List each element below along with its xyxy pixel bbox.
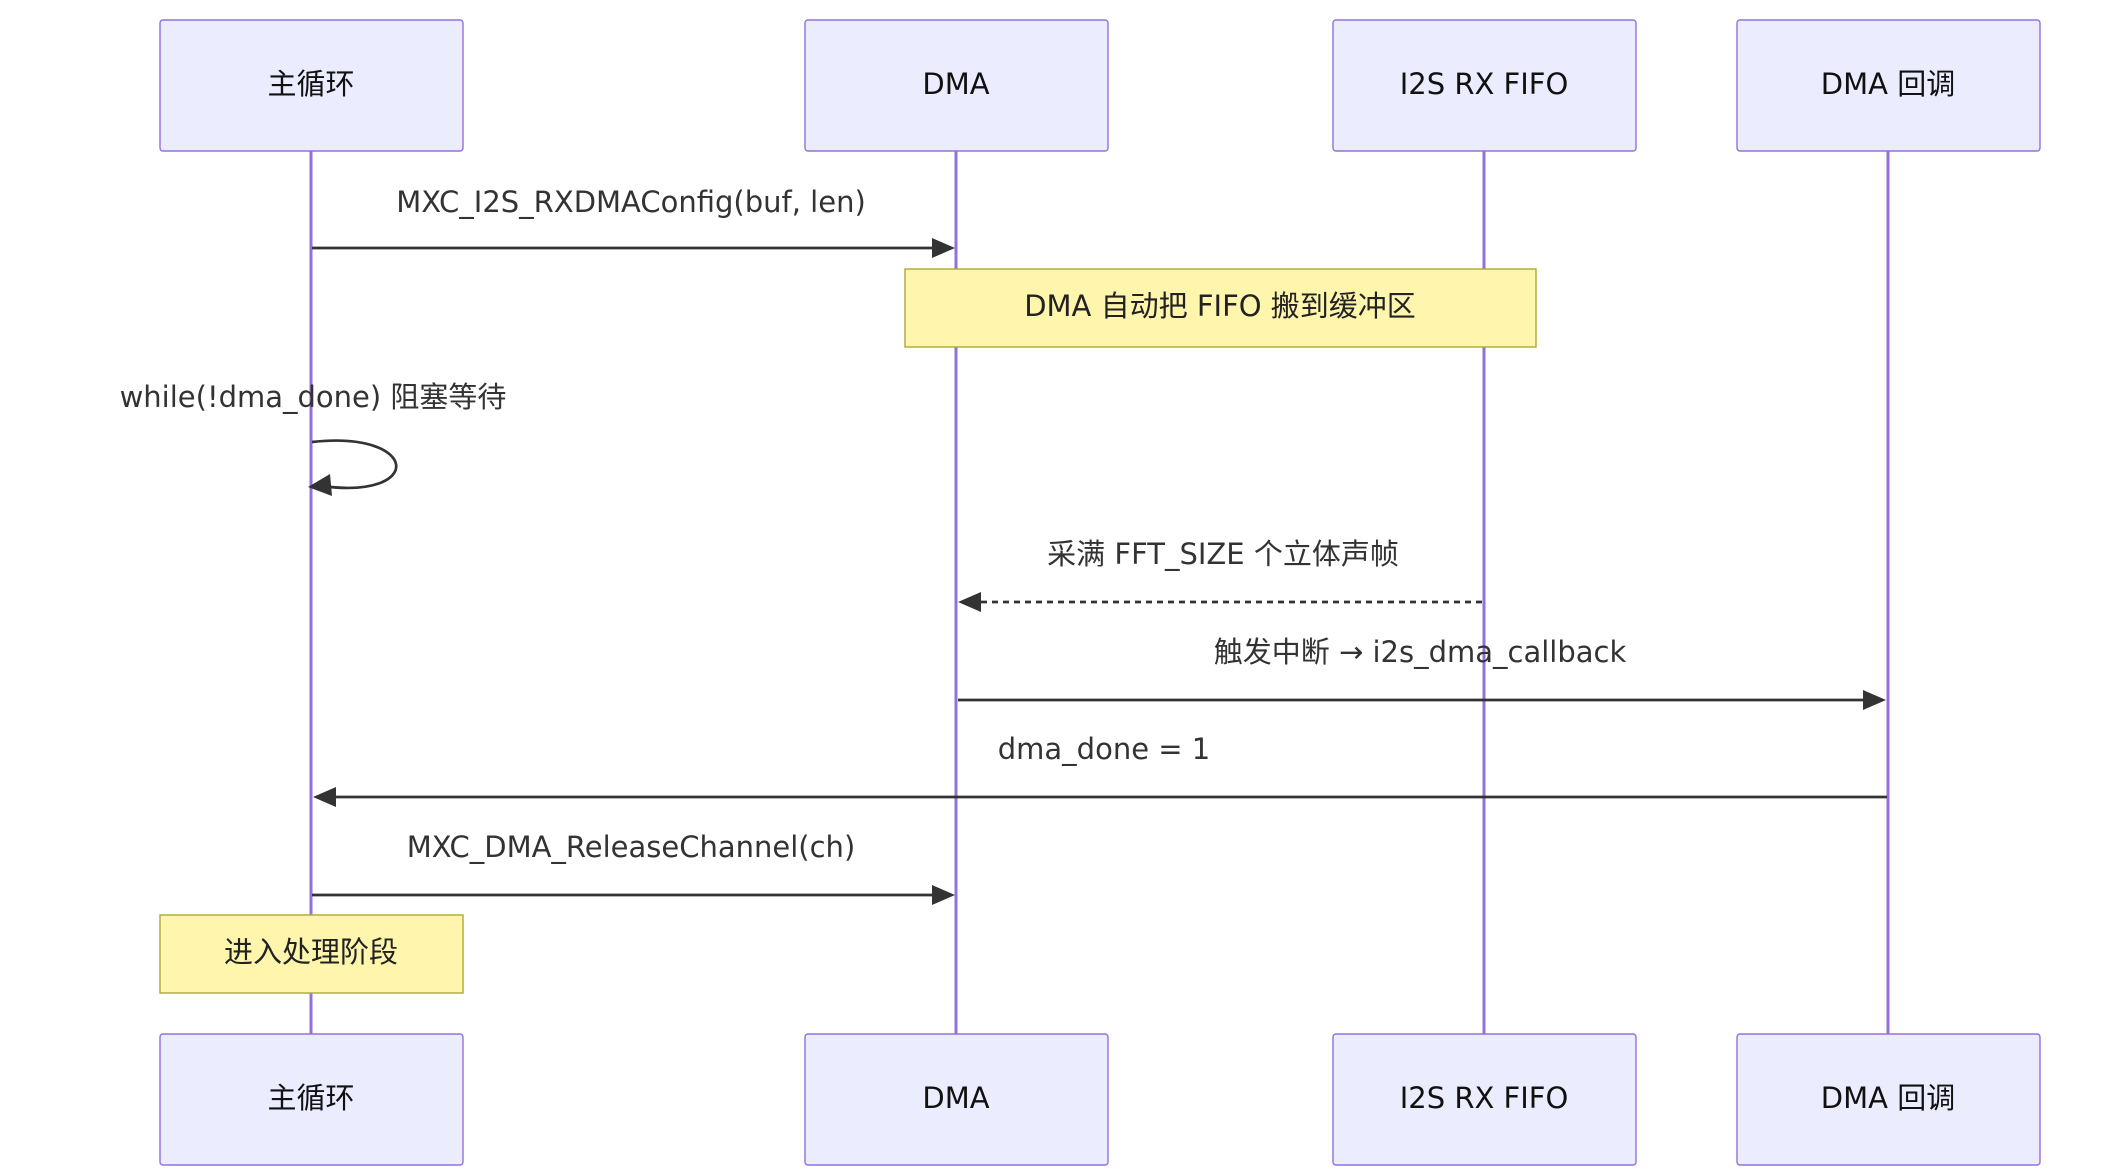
actor-callback-bottom: DMA 回调 xyxy=(1736,1033,2041,1166)
actor-label: I2S RX FIFO xyxy=(1400,1081,1569,1115)
actor-main-top: 主循环 xyxy=(159,19,464,152)
actor-callback-top: DMA 回调 xyxy=(1736,19,2041,152)
message-trigger-interrupt: 触发中断 → i2s_dma_callback xyxy=(958,635,1886,710)
note-box xyxy=(159,914,464,994)
actor-label: DMA 回调 xyxy=(1821,67,1955,101)
message-label: MXC_DMA_ReleaseChannel(ch) xyxy=(407,830,856,864)
actor-label: I2S RX FIFO xyxy=(1400,67,1569,101)
arrowhead xyxy=(932,885,955,905)
arrowhead xyxy=(308,474,332,496)
actor-label: DMA xyxy=(922,1081,989,1115)
actor-box xyxy=(1332,1033,1637,1166)
actor-box xyxy=(804,1033,1109,1166)
actor-box xyxy=(1736,19,2041,152)
actor-dma-bottom: DMA xyxy=(804,1033,1109,1166)
note-text: DMA 自动把 FIFO 搬到缓冲区 xyxy=(1024,289,1416,323)
actor-box xyxy=(1736,1033,2041,1166)
arrowhead xyxy=(958,592,981,612)
actor-box xyxy=(1332,19,1637,152)
message-label: MXC_I2S_RXDMAConfig(buf, len) xyxy=(396,185,866,219)
arrowhead xyxy=(1863,690,1886,710)
actor-dma-top: DMA xyxy=(804,19,1109,152)
actor-box xyxy=(159,19,464,152)
note-box xyxy=(904,268,1537,348)
note-text: 进入处理阶段 xyxy=(224,935,398,969)
arrowhead xyxy=(932,238,955,258)
actor-fifo-bottom: I2S RX FIFO xyxy=(1332,1033,1637,1166)
note-enter-processing: 进入处理阶段 xyxy=(159,914,464,994)
message-label: dma_done = 1 xyxy=(998,732,1211,766)
actor-fifo-top: I2S RX FIFO xyxy=(1332,19,1637,152)
message-label: 触发中断 → i2s_dma_callback xyxy=(1214,635,1627,669)
actor-main-bottom: 主循环 xyxy=(159,1033,464,1166)
actor-label: DMA 回调 xyxy=(1821,1081,1955,1115)
actor-label: 主循环 xyxy=(267,67,354,101)
message-label: while(!dma_done) 阻塞等待 xyxy=(120,380,507,414)
message-dma-done: dma_done = 1 xyxy=(313,732,1887,807)
message-wait-loop: while(!dma_done) 阻塞等待 xyxy=(120,380,507,496)
message-fifo-full: 采满 FFT_SIZE 个立体声帧 xyxy=(958,537,1482,612)
actor-label: 主循环 xyxy=(267,1081,354,1115)
actor-box xyxy=(804,19,1109,152)
message-rxdma-config: MXC_I2S_RXDMAConfig(buf, len) xyxy=(312,185,955,258)
actor-box xyxy=(159,1033,464,1166)
message-release-channel: MXC_DMA_ReleaseChannel(ch) xyxy=(312,830,955,905)
self-loop-arrow xyxy=(311,439,398,490)
message-label: 采满 FFT_SIZE 个立体声帧 xyxy=(1047,537,1399,571)
actor-label: DMA xyxy=(922,67,989,101)
note-dma-auto-transfer: DMA 自动把 FIFO 搬到缓冲区 xyxy=(904,268,1537,348)
arrowhead xyxy=(313,787,336,807)
